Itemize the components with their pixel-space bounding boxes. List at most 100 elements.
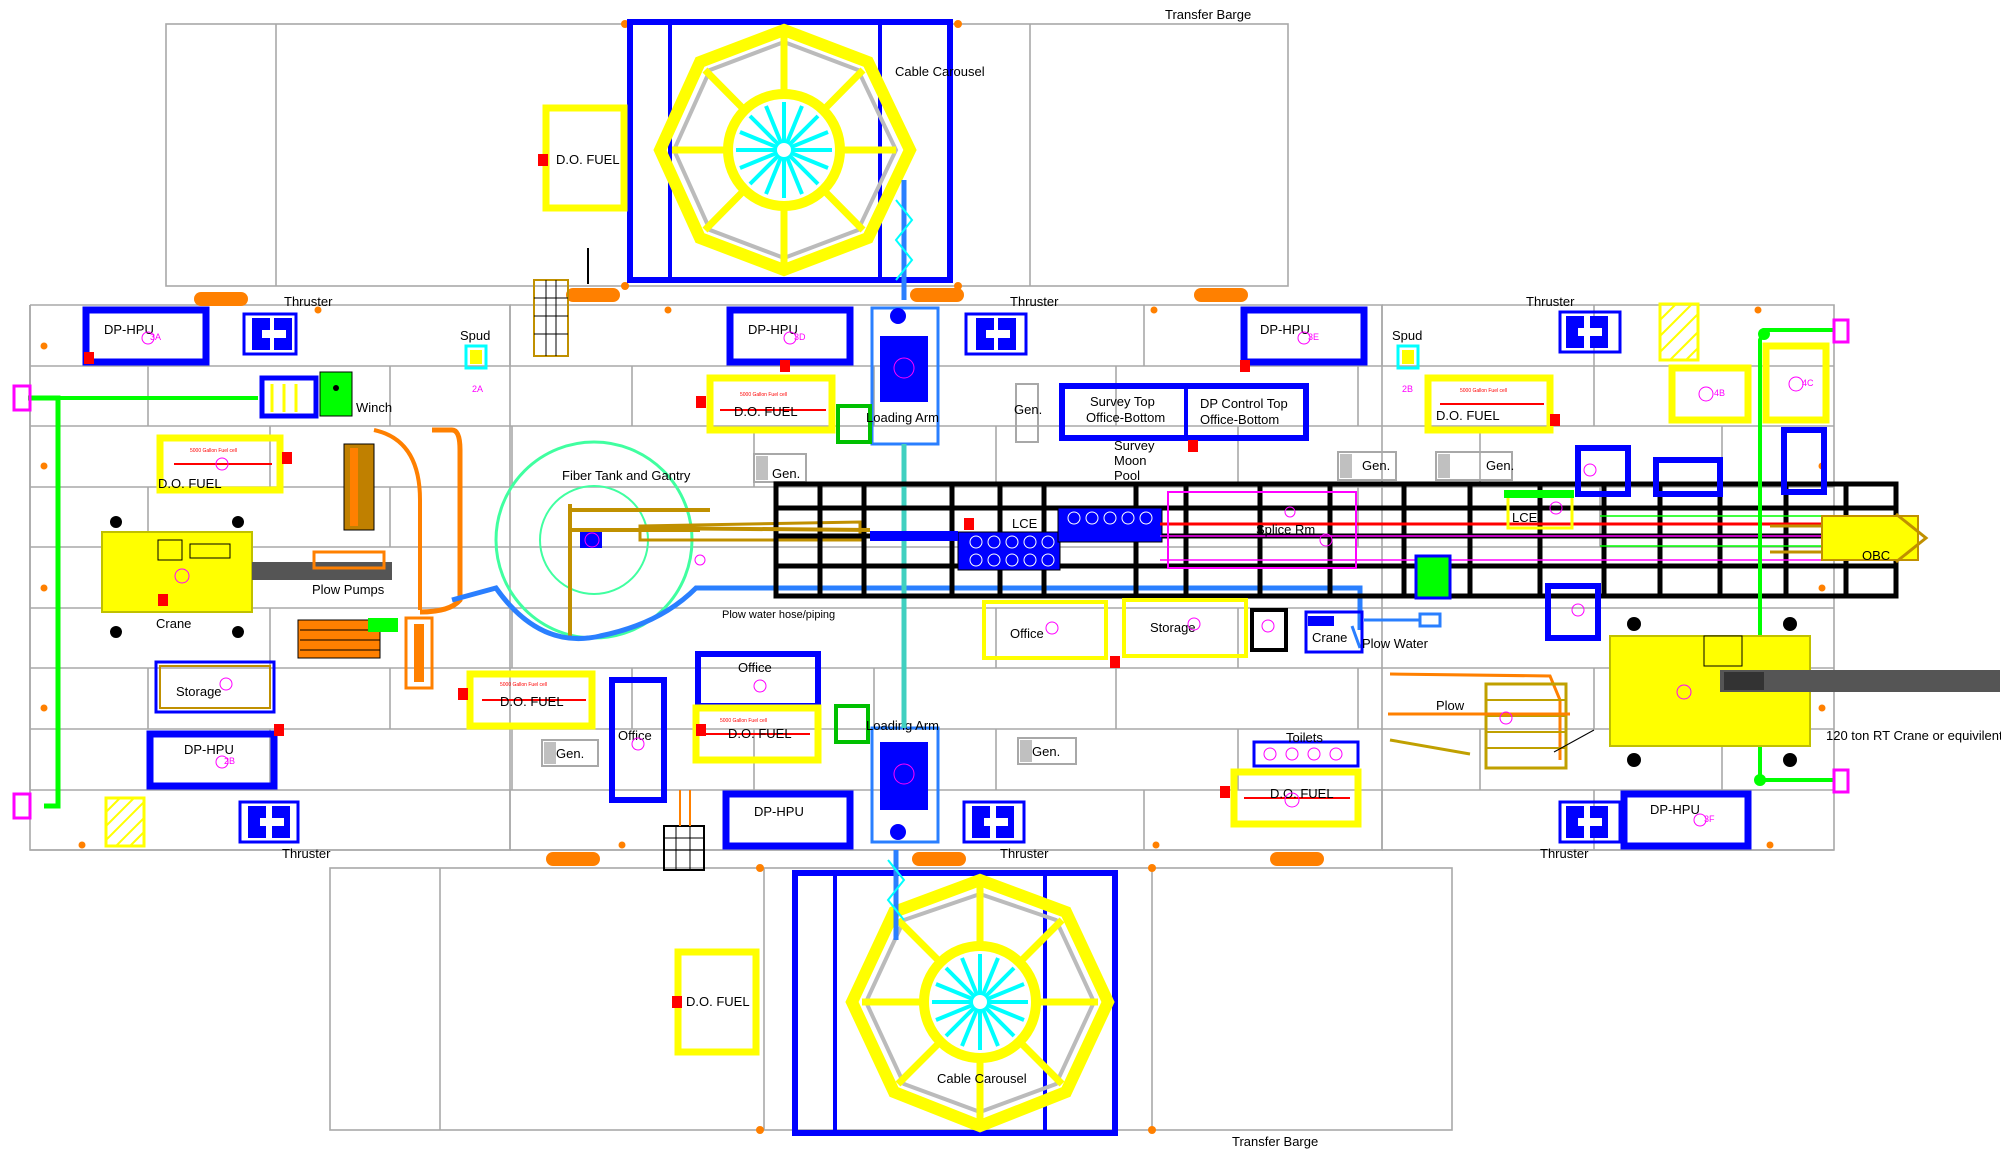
svg-text:Spud: Spud xyxy=(460,328,490,343)
container-stack-left xyxy=(533,248,589,357)
thruster-top-right: Thruster xyxy=(1526,294,1622,354)
loading-arm-bottom: Loading Arm xyxy=(834,704,940,940)
svg-text:D.O. FUEL: D.O. FUEL xyxy=(556,152,620,167)
blue-units-right xyxy=(1414,427,1827,641)
svg-text:Gen.: Gen. xyxy=(556,746,584,761)
svg-text:D.O. FUEL: D.O. FUEL xyxy=(500,694,564,709)
svg-text:Gen.: Gen. xyxy=(1362,458,1390,473)
thruster-bottom-mid: Thruster xyxy=(962,800,1049,861)
dp-hpu-top-mid: DP-HPU 3D xyxy=(726,306,854,372)
plow: Plow xyxy=(1388,672,1570,770)
svg-text:3E: 3E xyxy=(1308,332,1319,342)
deck-fenders xyxy=(194,288,1324,866)
gen-right-1: Gen. xyxy=(1337,451,1397,481)
svg-text:Gen.: Gen. xyxy=(772,466,800,481)
svg-text:Gen.: Gen. xyxy=(1486,458,1514,473)
svg-text:Crane: Crane xyxy=(1312,630,1347,645)
gen-center-top: Gen. xyxy=(1014,383,1042,443)
svg-text:Plow Pumps: Plow Pumps xyxy=(312,582,385,597)
svg-text:4C: 4C xyxy=(1802,378,1814,388)
svg-text:Loading Arm: Loading Arm xyxy=(866,410,939,425)
rt-crane-right: 120 ton RT Crane or equivilent xyxy=(1553,617,2001,767)
svg-text:Moon: Moon xyxy=(1114,453,1147,468)
svg-text:Survey: Survey xyxy=(1114,438,1155,453)
office-left-bottom: Office xyxy=(609,677,667,803)
svg-text:DP Control Top: DP Control Top xyxy=(1200,396,1288,411)
dp-hpu-top-left: DP-HPU 3A xyxy=(82,306,210,366)
lce-right: LCE xyxy=(1504,490,1574,530)
green-pipeline-left xyxy=(12,384,258,820)
svg-text:Gen.: Gen. xyxy=(1014,402,1042,417)
equipment-box-9: 4B xyxy=(1668,364,1752,424)
storage-center-right: Storage xyxy=(1110,598,1248,668)
do-fuel-center-bottom: 5000 Gallon Fuel cell D.O. FUEL xyxy=(692,704,822,764)
svg-text:Toilets: Toilets xyxy=(1286,730,1323,745)
gen-mid-left: Gen. xyxy=(541,739,599,767)
svg-text:Thruster: Thruster xyxy=(282,846,331,861)
yellow-hatch-left xyxy=(104,796,146,848)
container-stack-bottom xyxy=(663,790,705,871)
do-fuel-mid-left: 5000 Gallon Fuel cell D.O. FUEL xyxy=(458,670,596,730)
svg-text:DP-HPU: DP-HPU xyxy=(748,322,798,337)
svg-text:Office-Bottom: Office-Bottom xyxy=(1086,410,1165,425)
svg-text:D.O. FUEL: D.O. FUEL xyxy=(728,726,792,741)
do-fuel-center-top: 5000 Gallon Fuel cell D.O. FUEL xyxy=(696,374,836,434)
deck-bollards xyxy=(40,306,1826,849)
top-carousel-label: Cable Carousel xyxy=(895,64,985,79)
svg-text:Spud: Spud xyxy=(1392,328,1422,343)
svg-text:3F: 3F xyxy=(1704,814,1715,824)
green-pipeline-right xyxy=(1754,318,1850,794)
svg-text:5000 Gallon Fuel cell: 5000 Gallon Fuel cell xyxy=(740,392,787,398)
svg-text:5000 Gallon Fuel cell: 5000 Gallon Fuel cell xyxy=(500,682,547,688)
svg-text:DP-HPU: DP-HPU xyxy=(1260,322,1310,337)
office-center-bottom: Office xyxy=(695,651,821,709)
splice-room: Splice Rm xyxy=(1167,491,1357,569)
svg-text:Winch: Winch xyxy=(356,400,392,415)
storage-left: Storage xyxy=(154,660,276,714)
svg-text:Office: Office xyxy=(618,728,652,743)
gen-bottom-center: Gen. xyxy=(1017,737,1077,765)
svg-text:Fiber Tank and Gantry: Fiber Tank and Gantry xyxy=(562,468,691,483)
dp-hpu-bottom-mid: DP-HPU xyxy=(722,790,854,850)
svg-text:Thruster: Thruster xyxy=(1526,294,1575,309)
spud-right: Spud 2B xyxy=(1392,328,1422,394)
toilets: Toilets xyxy=(1252,730,1360,768)
svg-text:Plow: Plow xyxy=(1436,698,1465,713)
svg-text:3A: 3A xyxy=(150,332,161,342)
svg-text:5000 Gallon Fuel cell: 5000 Gallon Fuel cell xyxy=(720,718,767,724)
svg-text:2B: 2B xyxy=(1402,384,1413,394)
svg-text:Office-Bottom: Office-Bottom xyxy=(1200,412,1279,427)
svg-text:DP-HPU: DP-HPU xyxy=(754,804,804,819)
thruster-bottom-left: Thruster xyxy=(238,800,331,861)
top-cable-carousel: Cable Carousel xyxy=(627,19,985,283)
gen-right-2: Gen. xyxy=(1435,451,1514,481)
thruster-top-mid: Thruster xyxy=(964,294,1059,356)
spud-left: Spud 2A xyxy=(460,328,490,394)
survey-office: Survey Top Office-Bottom DP Control Top … xyxy=(1059,383,1309,452)
svg-text:Splice Rm: Splice Rm xyxy=(1256,522,1315,537)
svg-text:Thruster: Thruster xyxy=(1540,846,1589,861)
svg-text:Plow Water: Plow Water xyxy=(1362,636,1429,651)
office-center-right: Office xyxy=(982,600,1108,660)
svg-text:Survey Top: Survey Top xyxy=(1090,394,1155,409)
svg-text:DP-HPU: DP-HPU xyxy=(184,742,234,757)
main-deck-grid xyxy=(29,288,1835,866)
bottom-carousel-label: Cable Carousel xyxy=(937,1071,1027,1086)
svg-text:OBC: OBC xyxy=(1862,548,1890,563)
loading-arm-top: Loading Arm xyxy=(836,180,940,446)
dp-hpu-top-right: DP-HPU 3E xyxy=(1240,306,1368,372)
svg-text:DP-HPU: DP-HPU xyxy=(1650,802,1700,817)
svg-text:Office: Office xyxy=(738,660,772,675)
svg-text:3D: 3D xyxy=(794,332,806,342)
dp-hpu-bottom-right: DP-HPU 3F xyxy=(1620,790,1752,850)
small-frame-center xyxy=(1250,608,1288,652)
svg-text:5000 Gallon Fuel cell: 5000 Gallon Fuel cell xyxy=(190,448,237,454)
svg-text:Plow water hose/piping: Plow water hose/piping xyxy=(722,609,835,621)
do-fuel-right-bottom: D.O. FUEL xyxy=(1220,768,1362,828)
svg-text:Pool: Pool xyxy=(1114,468,1140,483)
svg-text:Gen.: Gen. xyxy=(1032,744,1060,759)
bottom-barge-do-fuel: D.O. FUEL xyxy=(672,948,760,1056)
plow-pumps: Plow Pumps xyxy=(297,427,463,690)
gen-center-left: Gen. xyxy=(753,453,807,483)
